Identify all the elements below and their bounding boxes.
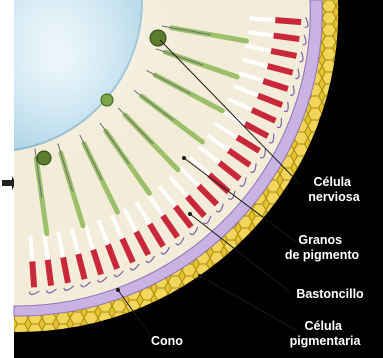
leader-dot (116, 288, 120, 292)
leader-dot (182, 156, 186, 160)
label-cono: Cono (151, 334, 183, 348)
nerve-cell-body (37, 151, 51, 165)
rod-inner-segment (249, 18, 275, 20)
label-celula-nerviosa: Célula nerviosa (308, 175, 360, 204)
leader-dot (198, 274, 202, 278)
leader-dot (188, 212, 192, 216)
left-margin (0, 0, 14, 358)
nerve-cell-body (101, 94, 113, 106)
rod-inner-segment (30, 235, 32, 261)
label-bastoncillo: Bastoncillo (296, 287, 364, 301)
